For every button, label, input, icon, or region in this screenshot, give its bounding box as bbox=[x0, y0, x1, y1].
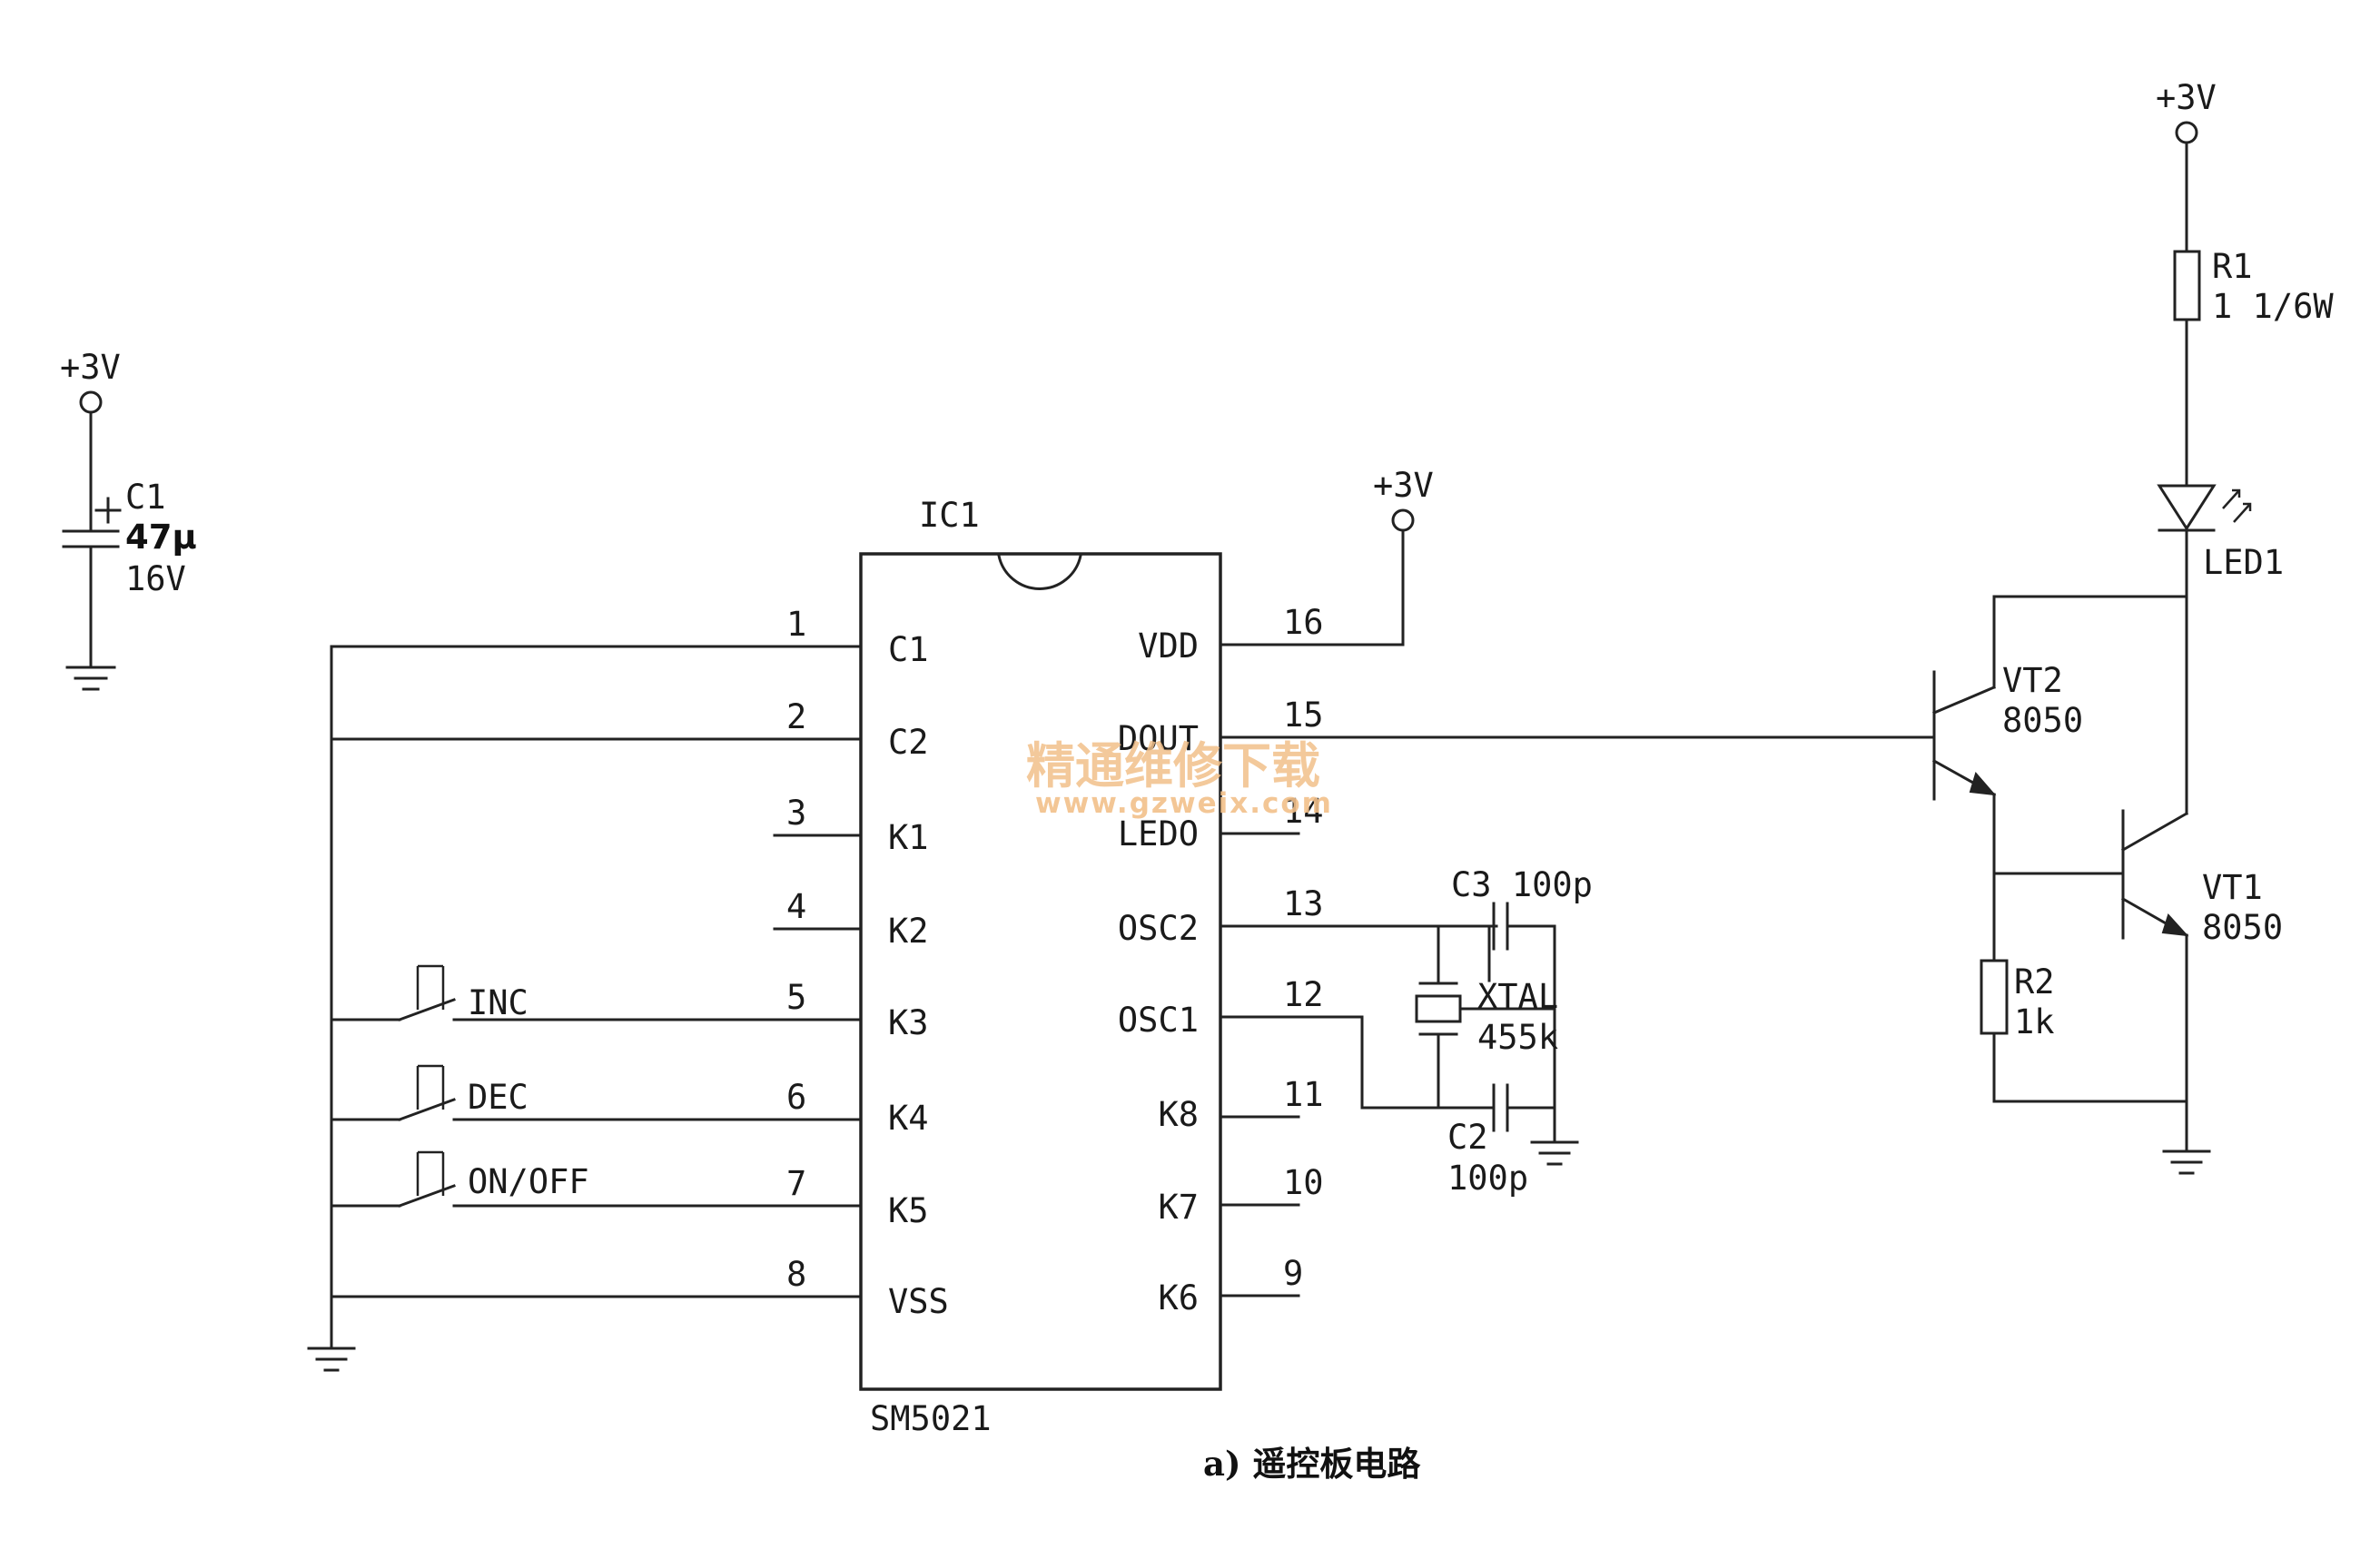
vt2-part-label: 8050 bbox=[2002, 701, 2083, 740]
ic1-pin-2-number: 2 bbox=[786, 697, 806, 736]
ic1-pin-16-number: 16 bbox=[1283, 603, 1324, 642]
r1-name-label: R1 bbox=[2212, 247, 2253, 286]
ic1-pin-9-number: 9 bbox=[1283, 1254, 1303, 1293]
ic1-pin-8-name: VSS bbox=[888, 1282, 949, 1321]
vt1-part-label: 8050 bbox=[2202, 908, 2283, 947]
watermark-text: 精通维修下载 bbox=[1026, 736, 1320, 794]
ic1-pin-7-number: 7 bbox=[786, 1164, 806, 1203]
ic1-pin-8-number: 8 bbox=[786, 1255, 806, 1294]
ic1-pin-1-number: 1 bbox=[786, 605, 806, 644]
watermark-url: www.gzweix.com bbox=[1035, 787, 1333, 820]
c2-name-label: C2 bbox=[1447, 1118, 1488, 1157]
xtal-name-label: XTAL bbox=[1477, 977, 1558, 1016]
left-common-bus bbox=[307, 645, 356, 1372]
xtal-value-label: 455k bbox=[1477, 1018, 1558, 1057]
oscillator-network bbox=[1360, 902, 1579, 1166]
switch-dec-label: DEC bbox=[468, 1078, 528, 1117]
ic1-pin-12-name: OSC1 bbox=[1118, 1001, 1199, 1040]
switch-dec bbox=[330, 1064, 456, 1121]
ic1-pin-6-number: 6 bbox=[786, 1078, 806, 1117]
led-vcc-label: +3V bbox=[2156, 78, 2217, 117]
ic1-pin-11-number: 11 bbox=[1283, 1075, 1324, 1114]
ic1-ref-label: IC1 bbox=[919, 496, 980, 535]
ic1-pin-15-name: DOUT bbox=[1118, 719, 1199, 758]
c1-name-label: C1 bbox=[125, 478, 166, 517]
ic1-pin-10-name: K7 bbox=[1158, 1188, 1199, 1227]
c1-vcc-label: +3V bbox=[60, 348, 121, 387]
ic1-pin-3-number: 3 bbox=[786, 794, 806, 833]
ic1-part-label: SM5021 bbox=[870, 1399, 992, 1438]
ic1-pin-13-name: OSC2 bbox=[1118, 909, 1199, 948]
switch-inc-label: INC bbox=[468, 983, 528, 1022]
ic1-pin-4-number: 4 bbox=[786, 887, 806, 926]
ic1-pin-6-name: K4 bbox=[888, 1099, 929, 1138]
ic1-pin-9-name: K6 bbox=[1158, 1278, 1199, 1317]
vdd-vcc-label: +3V bbox=[1373, 466, 1434, 505]
ic1-pin-7-name: K5 bbox=[888, 1191, 929, 1230]
ic1-right-pin-leads bbox=[1219, 643, 1936, 1298]
ic1-pin-2-name: C2 bbox=[888, 723, 929, 762]
ic1-pin-13-number: 13 bbox=[1283, 884, 1324, 923]
r1-value-label: 1 1/6W bbox=[2212, 287, 2334, 326]
switch-inc bbox=[330, 964, 456, 1021]
ic1-body bbox=[859, 552, 1222, 1391]
ic1-pin-14-number: 14 bbox=[1283, 792, 1324, 831]
c1-value-label: 47μ bbox=[125, 518, 197, 557]
vdd-supply bbox=[1391, 508, 1415, 646]
ic1-pin-15-number: 15 bbox=[1283, 696, 1324, 735]
ic1-pin-4-name: K2 bbox=[888, 912, 929, 951]
c1-voltage-label: 16V bbox=[125, 559, 186, 598]
c2-value-label: 100p bbox=[1447, 1159, 1528, 1198]
ic1-pin-3-name: K1 bbox=[888, 818, 929, 857]
vt1-name-label: VT1 bbox=[2202, 868, 2263, 907]
switch-onoff bbox=[330, 1150, 456, 1208]
switch-onoff-label: ON/OFF bbox=[468, 1162, 589, 1201]
ic1-pin-11-name: K8 bbox=[1158, 1095, 1199, 1134]
r2-name-label: R2 bbox=[2014, 962, 2055, 1002]
led-driver-circuit bbox=[1931, 121, 2252, 1175]
r2-value-label: 1k bbox=[2014, 1002, 2055, 1041]
vt2-name-label: VT2 bbox=[2002, 661, 2063, 700]
ic1-pin-1-name: C1 bbox=[888, 630, 929, 669]
c3-label: C3 100p bbox=[1451, 865, 1593, 904]
ic1-left-pin-leads bbox=[330, 645, 863, 1298]
ic1-pin-12-number: 12 bbox=[1283, 975, 1324, 1014]
ic1-pin-5-number: 5 bbox=[786, 978, 806, 1017]
ic1-pin-10-number: 10 bbox=[1283, 1163, 1324, 1202]
c1-capacitor bbox=[62, 390, 122, 691]
ic1-pin-14-name: LEDO bbox=[1118, 814, 1199, 854]
ic1-pin-16-name: VDD bbox=[1138, 627, 1199, 666]
diagram-caption: a) 遥控板电路 bbox=[1203, 1444, 1421, 1484]
ic1-pin-5-name: K3 bbox=[888, 1003, 929, 1042]
led1-label: LED1 bbox=[2203, 543, 2284, 582]
